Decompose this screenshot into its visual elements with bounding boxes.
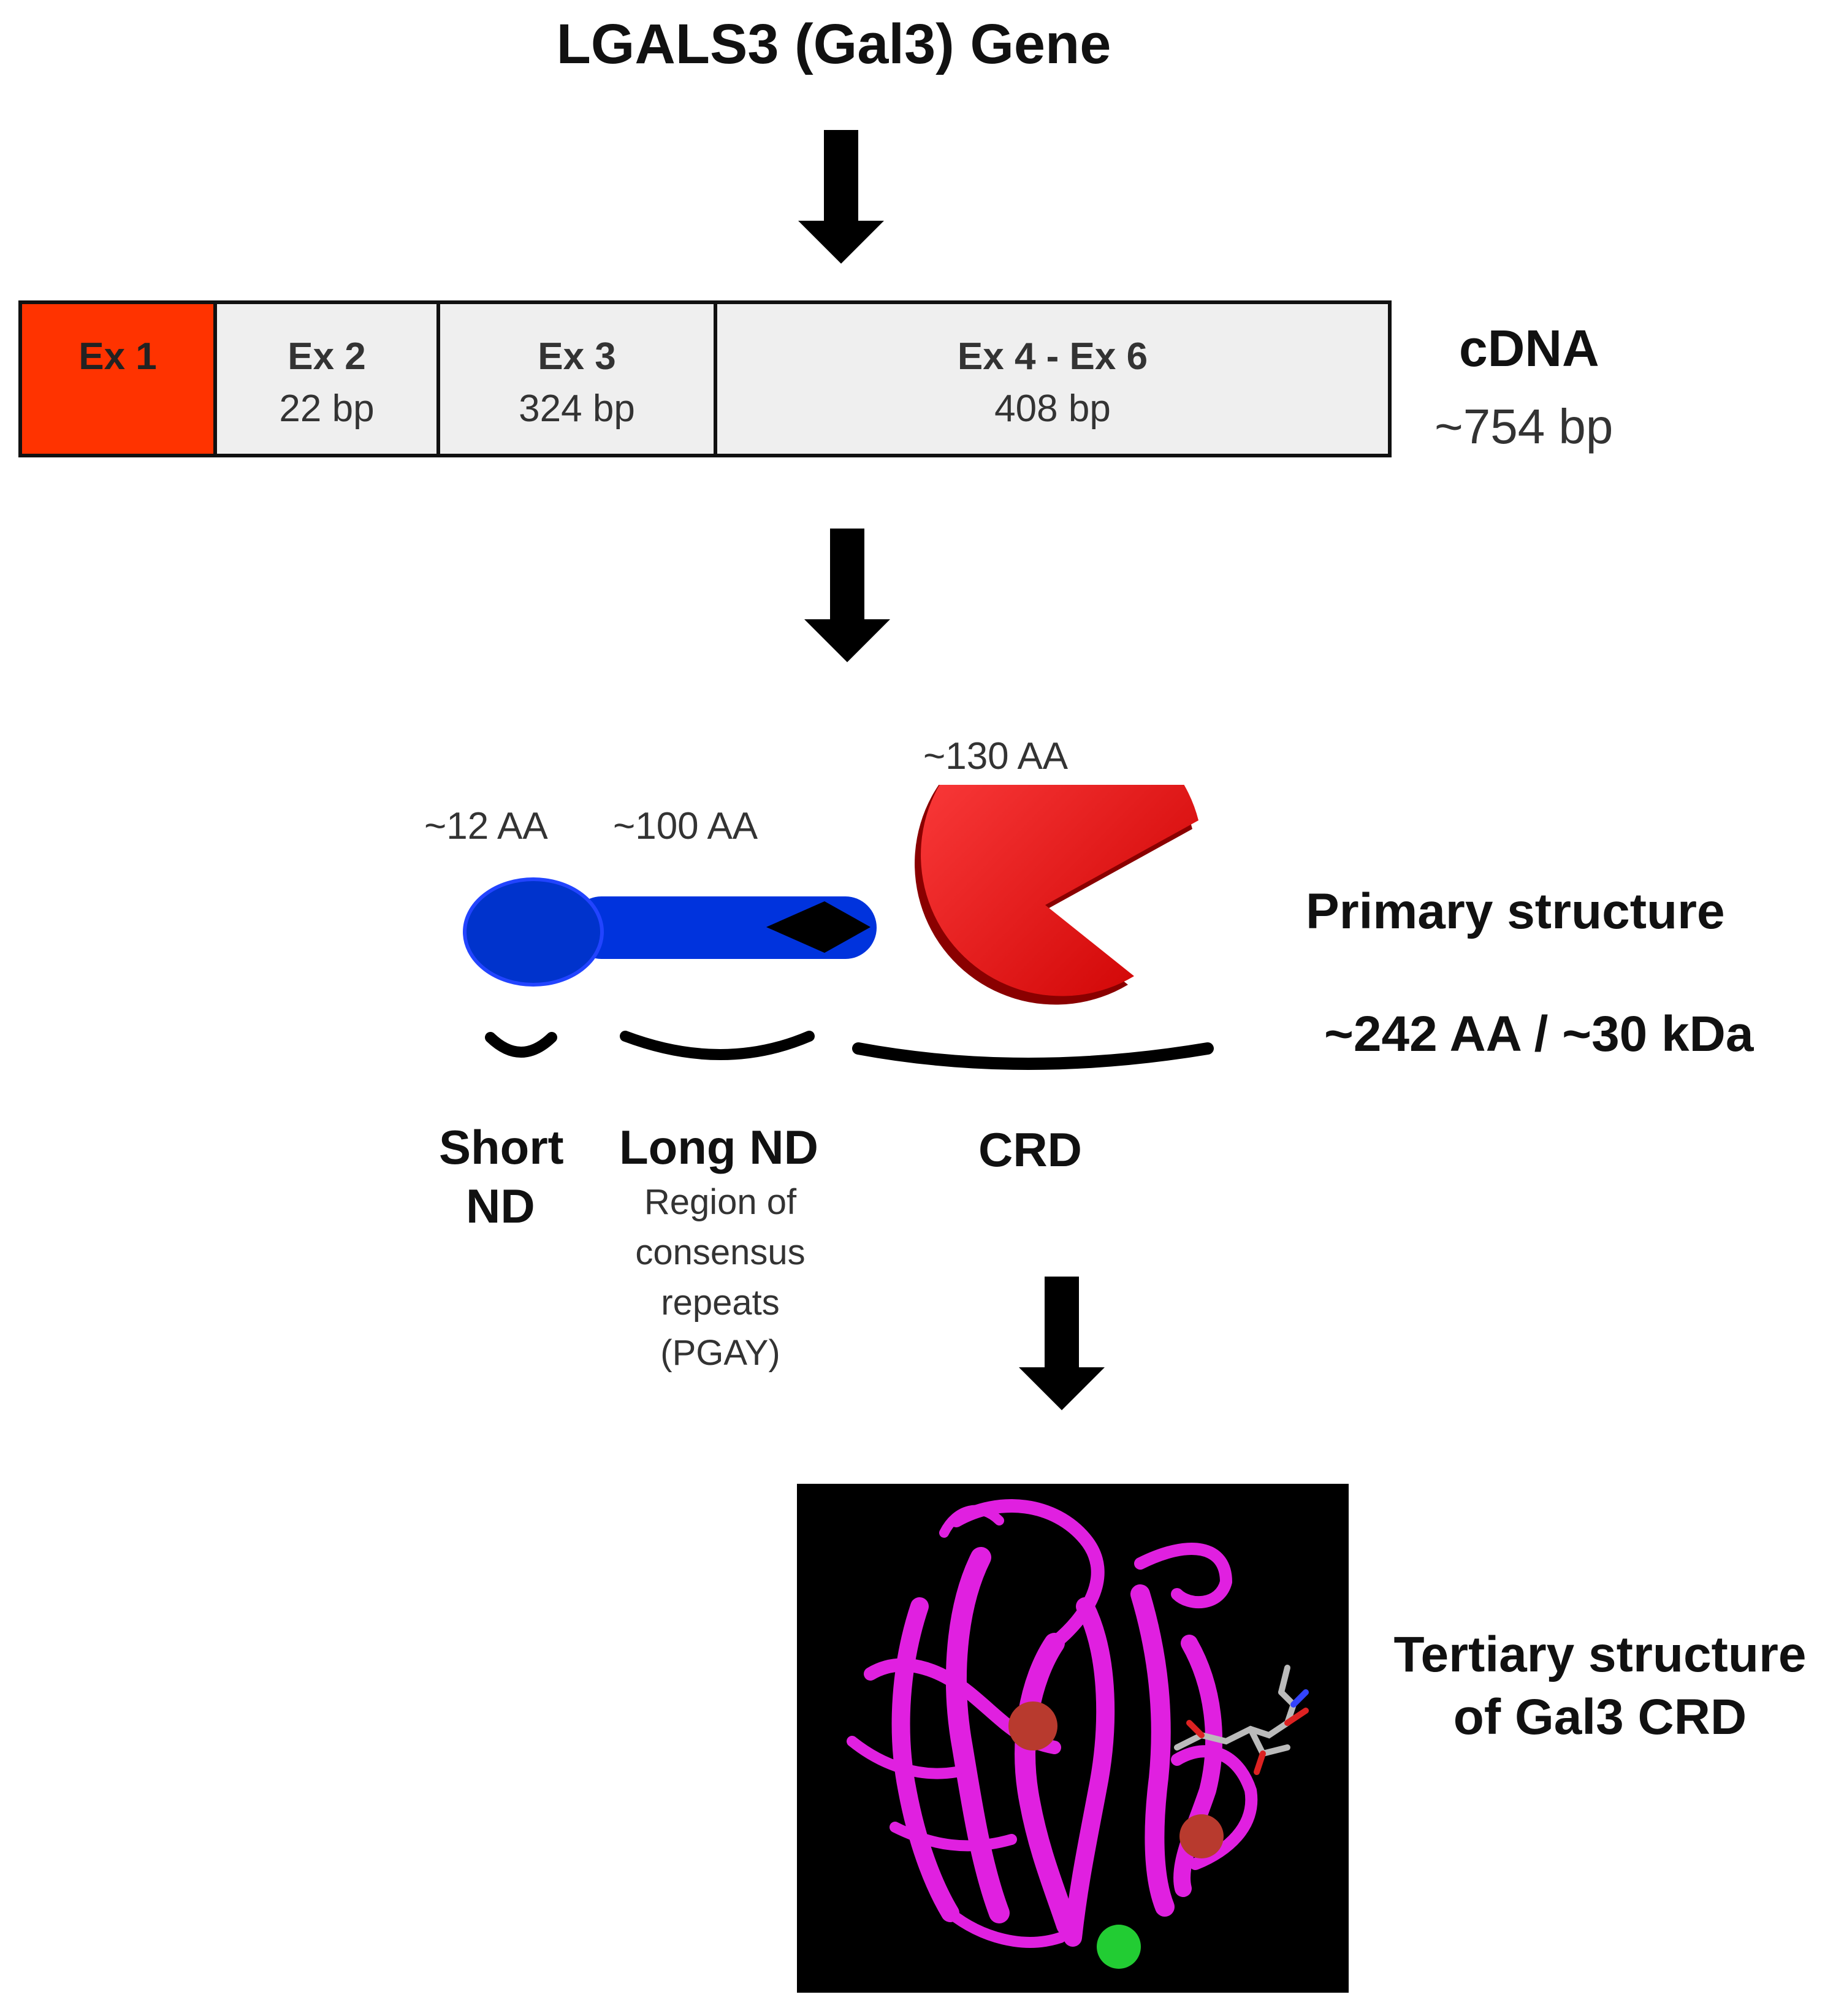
- long-nd-bar: [570, 896, 877, 959]
- long-nd-desc-line: consensus: [635, 1232, 806, 1272]
- primary-structure-diagram: [463, 785, 1214, 1070]
- crd-shape: [921, 785, 1198, 996]
- exon-length: 408 bp: [994, 388, 1111, 430]
- long-nd-aa-count: ~100 AA: [613, 805, 758, 847]
- tertiary-label-line1: Tertiary structure: [1393, 1627, 1807, 1682]
- exon-name: Ex 3: [538, 335, 616, 378]
- cdna-label: cDNA: [1459, 319, 1599, 377]
- arrow-down-icon: [1019, 1277, 1105, 1411]
- ribbon-structure-drawing: [847, 1499, 1309, 1969]
- crd-label: CRD: [978, 1123, 1082, 1177]
- crd-aa-count: ~130 AA: [923, 735, 1069, 777]
- ligand-stick-model: [1174, 1665, 1309, 1775]
- exon-name: Ex 2: [288, 335, 366, 378]
- long-nd-label: Long ND: [619, 1120, 818, 1174]
- long-nd-description: Region of consensus repeats (PGAY): [613, 1177, 828, 1378]
- exon-4-6: Ex 4 - Ex 6 408 bp: [717, 304, 1388, 454]
- long-nd-bracket: [620, 1031, 815, 1060]
- exon-2: Ex 2 22 bp: [217, 304, 440, 454]
- long-nd-desc-line: (PGAY): [660, 1333, 780, 1373]
- exon-name: Ex 4 - Ex 6: [957, 335, 1148, 378]
- exon-3: Ex 3 324 bp: [440, 304, 717, 454]
- long-nd-desc-line: Region of: [644, 1182, 797, 1222]
- short-nd-bracket: [485, 1032, 557, 1058]
- cdna-size: ~754 bp: [1434, 399, 1613, 454]
- ion-sphere: [1008, 1701, 1057, 1751]
- exon-length: 324 bp: [519, 388, 635, 430]
- crd-bracket: [852, 1042, 1214, 1070]
- exon-name: Ex 1: [78, 335, 157, 378]
- arrow-down-icon: [798, 130, 884, 265]
- gene-title: LGALS3 (Gal3) Gene: [556, 13, 1111, 75]
- linker-diamond: [766, 901, 871, 953]
- cdna-exon-bar: Ex 1 Ex 2 22 bp Ex 3 324 bp Ex 4 - Ex 6 …: [18, 300, 1392, 457]
- ion-sphere: [1097, 1925, 1141, 1969]
- short-nd-label-line2: ND: [466, 1179, 535, 1233]
- short-nd-aa-count: ~12 AA: [424, 805, 548, 847]
- long-nd-desc-line: repeats: [661, 1283, 780, 1323]
- exon-1: Ex 1: [22, 304, 217, 454]
- tertiary-label-line2: of Gal3 CRD: [1453, 1689, 1747, 1745]
- primary-structure-size: ~242 AA / ~30 kDa: [1324, 1006, 1754, 1062]
- primary-structure-label: Primary structure: [1306, 884, 1725, 939]
- short-nd-oval: [463, 877, 604, 987]
- ion-sphere: [1179, 1814, 1224, 1858]
- gal3-crd-ribbon-image: [797, 1484, 1349, 1993]
- arrow-down-icon: [804, 529, 890, 663]
- exon-length: 22 bp: [279, 388, 375, 430]
- short-nd-label-line1: Short: [439, 1120, 564, 1174]
- tertiary-structure-label: Tertiary structure of Gal3 CRD: [1373, 1624, 1827, 1749]
